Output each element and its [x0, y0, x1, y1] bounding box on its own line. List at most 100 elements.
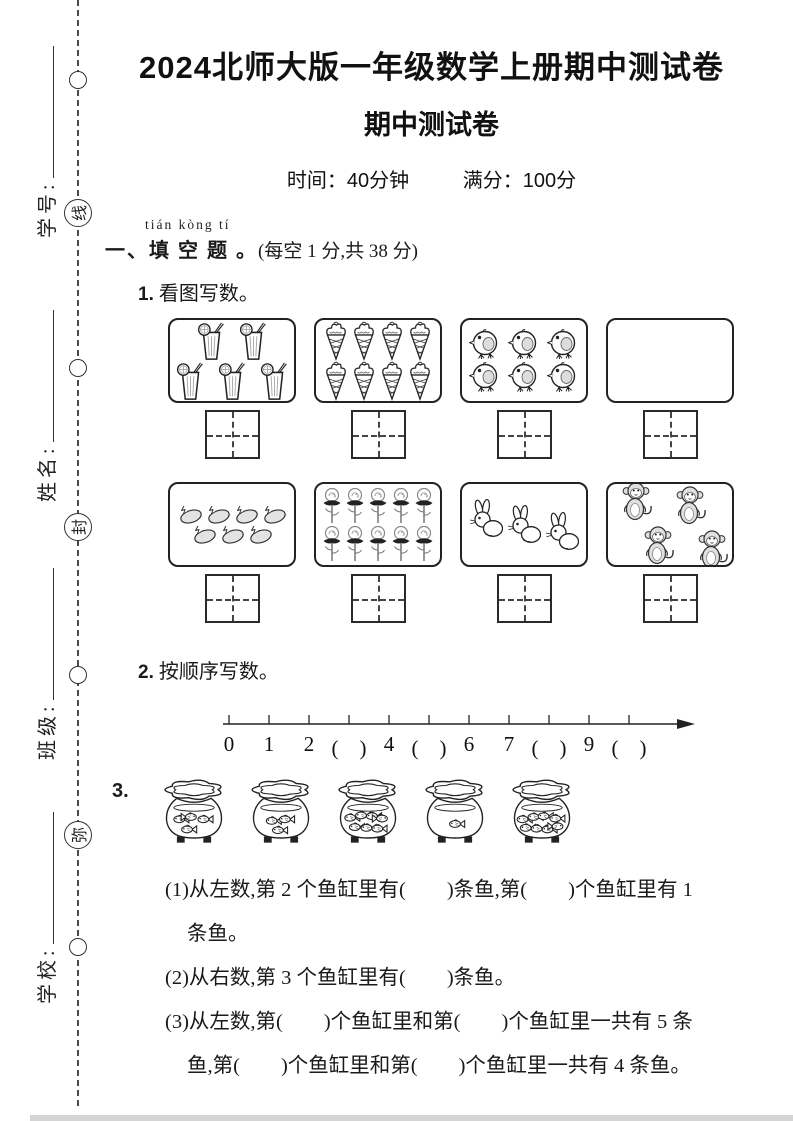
fish-icon — [197, 814, 214, 824]
class-field-blank — [36, 568, 54, 701]
eggplant-icon — [261, 505, 287, 525]
paper-meta: 时间：40分钟 满分：100分 — [105, 164, 758, 193]
icon-row — [608, 484, 732, 525]
flower-icon — [414, 525, 434, 563]
eggplant-icon — [233, 505, 259, 525]
fish-bowl — [333, 778, 403, 856]
question-2-line: 2. 按顺序写数。 — [138, 655, 758, 684]
ice-cream-cone-icon — [352, 321, 376, 361]
chick-icon — [506, 328, 541, 361]
icon-row — [170, 321, 294, 361]
icon-row — [316, 525, 440, 563]
writing-grid — [642, 410, 698, 459]
question-2-number: 2. — [138, 662, 154, 683]
fish-icon — [278, 814, 295, 824]
paper-subtitle: 期中测试卷 — [364, 110, 499, 140]
fish-icon — [547, 821, 564, 831]
eggplant-icon — [191, 525, 217, 545]
seal-char-text: 弥 — [71, 826, 89, 844]
fish-icon — [371, 813, 388, 824]
question-3-number: 3. — [112, 780, 129, 802]
school-field: 学校: — [30, 812, 60, 1004]
paper-title: 2024北师大版一年级数学上册期中测试卷 — [139, 50, 724, 85]
seal-char-circle: 封 — [64, 513, 92, 541]
icon-row — [316, 487, 440, 525]
seal-empty-circle — [69, 71, 87, 89]
picture-box-monkey — [606, 482, 734, 567]
flower-icon — [345, 487, 365, 525]
icon-row — [170, 505, 294, 525]
student-id-field: 学号: — [30, 46, 60, 238]
picture-box-ice-cream-cone — [314, 318, 442, 403]
flower-icon — [322, 487, 342, 525]
ice-cream-cone-icon — [324, 321, 348, 361]
q3-line: (2)从右数,第 3 个鱼缸里有( )条鱼。 — [165, 967, 516, 989]
picture-cell — [606, 318, 734, 459]
fish-bowl — [246, 778, 316, 856]
number-line-label: ( ) — [331, 736, 367, 760]
number-line-label: 0 — [223, 732, 235, 756]
number-line-label: ( ) — [531, 736, 567, 760]
chick-icon — [545, 328, 580, 361]
question-2-text: 按顺序写数。 — [158, 661, 279, 683]
time-label: 时间：40分钟 — [286, 170, 410, 192]
drink-glass-icon — [259, 361, 289, 401]
writing-grid — [350, 410, 406, 459]
flower-icon — [391, 525, 411, 563]
icon-row — [170, 361, 294, 401]
fish-icon — [448, 819, 465, 829]
seal-char-text: 线 — [71, 204, 89, 222]
q3-line: 条鱼。 — [187, 923, 249, 945]
monkey-icon — [618, 484, 654, 521]
question-1-text: 看图写数。 — [158, 283, 259, 305]
monkey-icon — [694, 529, 730, 565]
ice-cream-cone-icon — [352, 361, 376, 401]
icon-row — [638, 525, 732, 565]
seal-char-circle: 弥 — [64, 821, 92, 849]
icon-row — [316, 361, 440, 401]
fish-bowl — [420, 778, 490, 856]
icon-row — [462, 361, 586, 394]
picture-box-flower — [314, 482, 442, 567]
picture-box-drink-glass — [168, 318, 296, 403]
ice-cream-cone-icon — [324, 361, 348, 401]
fish-bowl — [159, 778, 229, 856]
drink-glass-icon — [175, 361, 205, 401]
ice-cream-cone-icon — [380, 361, 404, 401]
student-id-field-blank — [36, 46, 54, 179]
flower-icon — [345, 525, 365, 563]
picture-cell — [168, 482, 296, 623]
flower-icon — [368, 525, 388, 563]
picture-box-rabbit — [460, 482, 588, 567]
number-line-label: ( ) — [611, 736, 647, 760]
number-line-label: 7 — [503, 732, 515, 756]
section-heading-note: (每空 1 分,共 38 分) — [258, 241, 418, 262]
arrow-icon — [677, 719, 695, 729]
school-field-label: 学校: — [36, 946, 59, 1004]
number-line-label: 9 — [583, 732, 595, 756]
drink-glass-icon — [196, 321, 226, 361]
number-line-label: 2 — [303, 732, 315, 756]
number-line-label: 6 — [463, 732, 475, 756]
fish-bowl — [507, 778, 577, 856]
drink-glass-icon — [217, 361, 247, 401]
number-line-label: 1 — [263, 732, 275, 756]
drink-glass-icon — [238, 321, 268, 361]
picture-cell — [314, 482, 442, 623]
number-line-axis — [223, 715, 695, 729]
seal-char-circle: 线 — [64, 199, 92, 227]
icon-row — [316, 321, 440, 361]
pinyin-annotation: tián kòng tí — [145, 217, 231, 232]
fish-icon — [180, 812, 197, 822]
q3-line: (3)从左数,第( )个鱼缸里和第( )个鱼缸里一共有 5 条 — [165, 1011, 693, 1033]
seal-empty-circle — [69, 938, 87, 956]
monkey-icon — [672, 485, 708, 525]
picture-cell — [168, 318, 296, 459]
chick-icon — [467, 328, 502, 361]
number-line-label: 4 — [383, 732, 395, 756]
ice-cream-cone-icon — [408, 321, 432, 361]
picture-box-chick — [460, 318, 588, 403]
fish-bowls-row — [159, 778, 577, 856]
paper-content: 2024北师大版一年级数学上册期中测试卷 期中测试卷 时间：40分钟 满分：10… — [105, 42, 793, 1088]
fish-icon — [180, 824, 197, 834]
